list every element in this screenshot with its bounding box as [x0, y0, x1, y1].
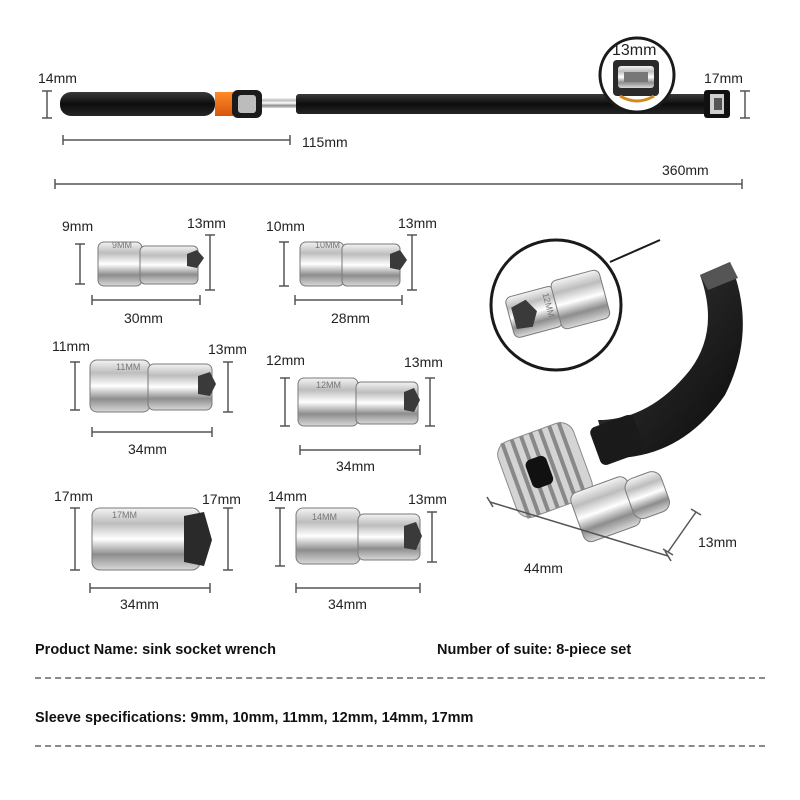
socket-image	[297, 377, 420, 427]
socket-stamp: 10MM	[315, 240, 341, 250]
socket-right-dim: 13mm	[187, 215, 226, 231]
socket-right-dim: 13mm	[404, 354, 443, 370]
socket-length: 28mm	[331, 310, 370, 326]
sleeve-specs: Sleeve specifications: 9mm, 10mm, 11mm, …	[35, 710, 474, 726]
socket-left-dim: 12mm	[266, 352, 305, 368]
socket-left-dim: 14mm	[268, 488, 307, 504]
product-name: Product Name: sink socket wrench	[35, 642, 276, 658]
head-detail-image	[497, 262, 743, 543]
handle-diameter-label: 14mm	[38, 70, 77, 86]
divider	[35, 677, 765, 679]
head-inset	[598, 36, 676, 114]
socket-length: 34mm	[120, 596, 159, 612]
socket-image	[97, 241, 204, 287]
socket-stamp: 14MM	[312, 512, 338, 522]
socket-right-dim: 13mm	[398, 215, 437, 231]
socket-image	[91, 507, 212, 571]
divider	[35, 745, 765, 747]
socket-stamp: 17MM	[112, 510, 138, 520]
socket-length: 34mm	[128, 441, 167, 457]
end-diameter-label: 17mm	[704, 70, 743, 86]
socket-right-dim: 17mm	[202, 491, 241, 507]
socket-image	[89, 359, 216, 413]
socket-image	[299, 241, 407, 287]
socket-right-dim: 13mm	[408, 491, 447, 507]
socket-stamp: 11MM	[116, 362, 141, 372]
socket-left-dim: 10mm	[266, 218, 305, 234]
socket-zoom-inset	[489, 238, 661, 372]
socket-left-dim: 11mm	[52, 338, 90, 354]
socket-length: 34mm	[336, 458, 375, 474]
handle-length-label: 115mm	[302, 134, 348, 150]
socket-image	[295, 507, 422, 565]
socket-length: 34mm	[328, 596, 367, 612]
head-width-label: 13mm	[698, 534, 737, 550]
socket-stamp: 9MM	[112, 240, 132, 250]
wrench-grip-collar	[215, 92, 233, 116]
head-socket-label: 13mm	[612, 42, 657, 59]
socket-stamp: 12MM	[316, 380, 342, 390]
suite-count: Number of suite: 8-piece set	[437, 642, 632, 658]
socket-right-dim: 13mm	[208, 341, 247, 357]
wrench-grip	[60, 92, 215, 116]
socket-left-dim: 9mm	[62, 218, 94, 234]
total-length-label: 360mm	[662, 162, 709, 178]
head-length-label: 44mm	[524, 560, 563, 576]
socket-left-dim: 17mm	[54, 488, 93, 504]
socket-length: 30mm	[124, 310, 163, 326]
